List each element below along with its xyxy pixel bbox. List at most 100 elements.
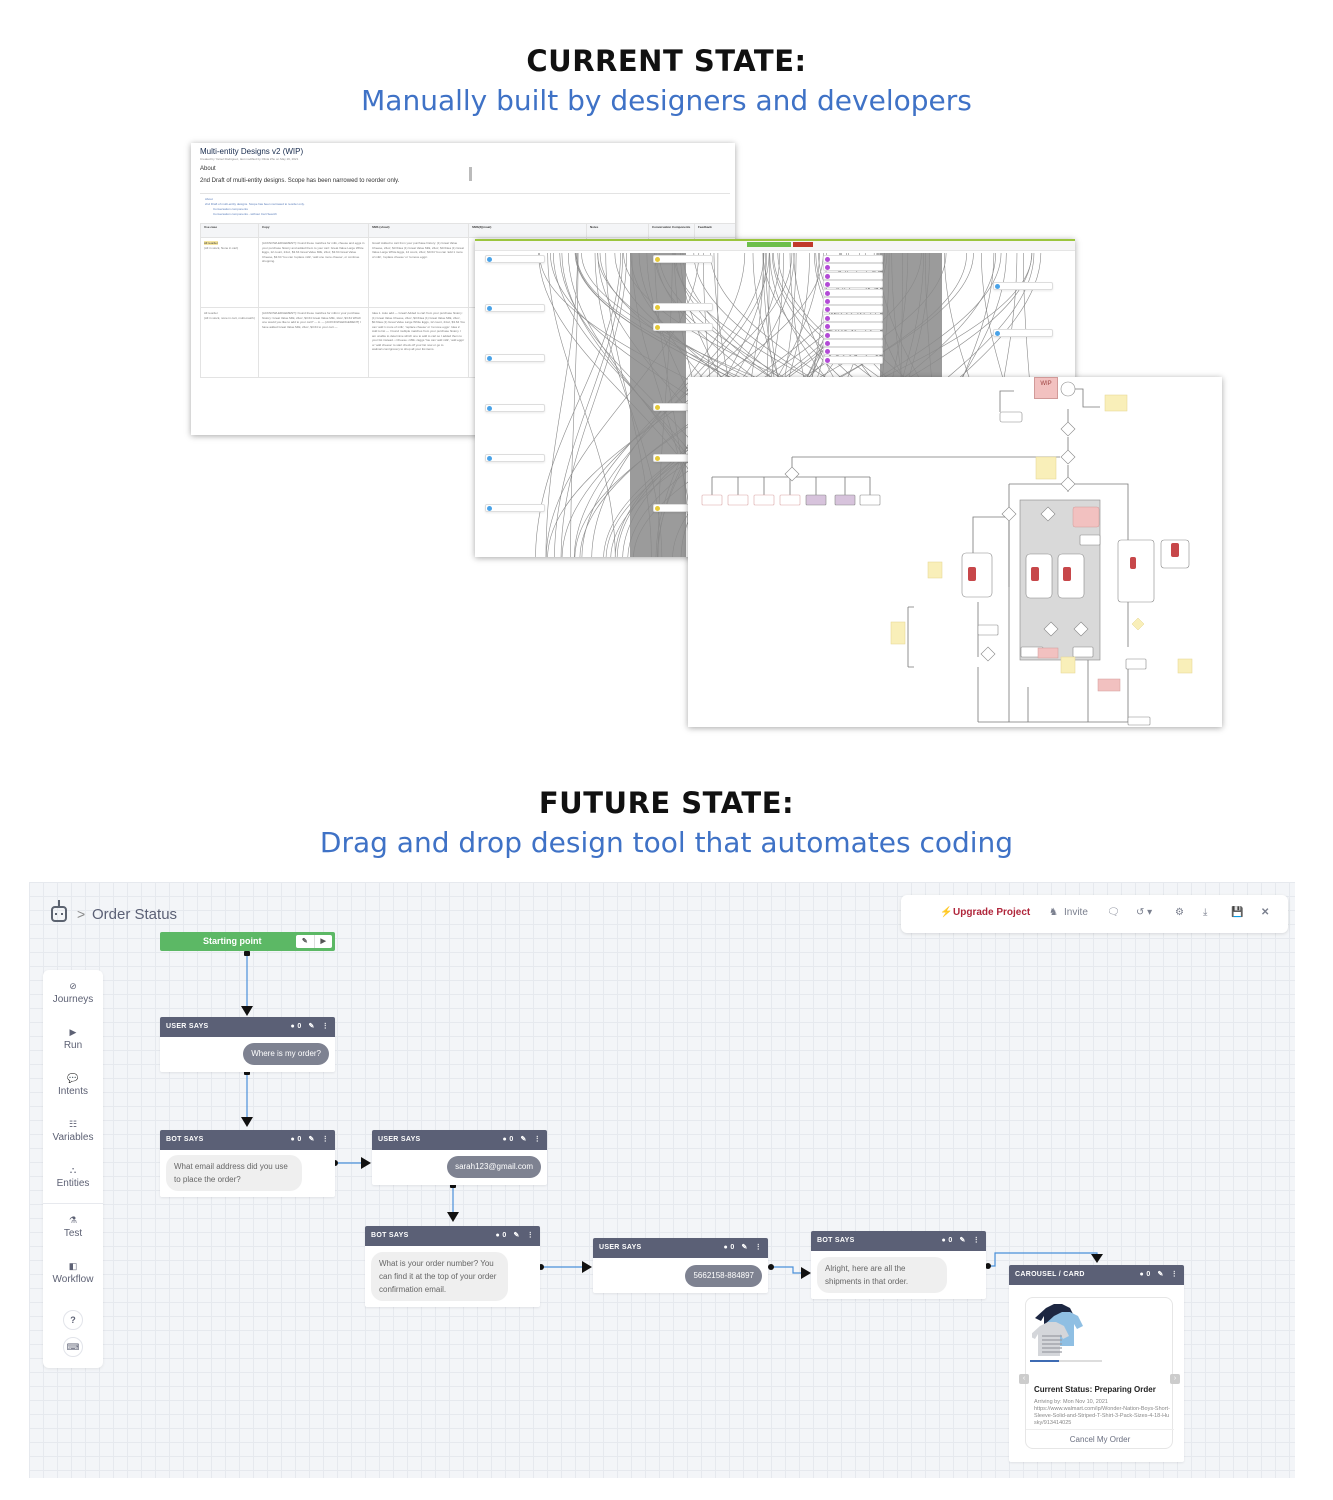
toc-item[interactable]: About [205, 197, 213, 201]
graph-node[interactable] [823, 355, 883, 364]
carousel-card-node[interactable]: CAROUSEL / CARD ● 0✎⋮ ‹ › Current Status… [1009, 1265, 1184, 1462]
graph-node[interactable] [653, 303, 713, 311]
graph-node[interactable] [823, 322, 883, 331]
graph-node[interactable] [653, 255, 713, 263]
sidebar-item-workflow[interactable]: ◧Workflow [43, 1260, 103, 1285]
edit-icon[interactable]: ✎ [308, 1136, 315, 1143]
user-says-node[interactable]: USER SAYS ● 0✎⋮ 5662158-884897 [593, 1238, 768, 1293]
carousel-next-icon[interactable]: › [1170, 1374, 1180, 1384]
copy-cell: [ACKNOWLEDGEMENT] I found these matches … [258, 307, 369, 378]
edit-icon[interactable]: ✎ [959, 1237, 966, 1244]
comment-count[interactable]: ● 0 [495, 1232, 507, 1239]
col-header: Conversation Components [648, 223, 695, 238]
graph-node[interactable] [653, 323, 713, 331]
settings-icon[interactable]: ⚙ [1175, 907, 1184, 918]
edit-icon[interactable]: ✎ [741, 1244, 748, 1251]
design-tool-canvas[interactable]: > Order Status ⚡ Upgrade Project ♞ Invit… [29, 882, 1295, 1478]
order-status-title: Current Status: Preparing Order [1034, 1385, 1156, 1394]
help-icon[interactable]: ? [63, 1310, 83, 1330]
more-options-icon[interactable]: ⋮ [321, 1023, 329, 1030]
history-icon[interactable]: ↺ ▾ [1136, 907, 1153, 918]
starting-point-node[interactable]: Starting point ✎▶ [160, 932, 335, 951]
save-icon[interactable]: 💾 [1231, 907, 1244, 918]
graph-node[interactable] [823, 271, 883, 280]
node-type-label: BOT SAYS [371, 1232, 409, 1239]
bot-says-node[interactable]: BOT SAYS ● 0✎⋮ What email address did yo… [160, 1130, 335, 1197]
graph-node[interactable] [823, 313, 883, 322]
edit-icon[interactable]: ✎ [520, 1136, 527, 1143]
graph-green-button[interactable] [747, 242, 791, 247]
graph-node[interactable] [485, 454, 545, 462]
more-options-icon[interactable]: ⋮ [526, 1232, 534, 1239]
sidebar-item-variables[interactable]: ☷Variables [43, 1118, 103, 1143]
invite-button[interactable]: Invite [1064, 907, 1088, 918]
close-icon[interactable]: ✕ [1261, 907, 1270, 918]
comment-count[interactable]: ● 0 [723, 1244, 735, 1251]
play-icon: ▶ [69, 1027, 77, 1037]
toc-item[interactable]: Conversation components [213, 207, 248, 211]
comment-count[interactable]: ● 0 [1139, 1271, 1151, 1278]
sidebar-item-entities[interactable]: ⛬Entities [43, 1164, 103, 1189]
graph-node[interactable] [823, 305, 883, 314]
user-message-bubble: 5662158-884897 [685, 1265, 762, 1287]
comment-count[interactable]: ● 0 [502, 1136, 514, 1143]
comment-count[interactable]: ● 0 [941, 1237, 953, 1244]
graph-node[interactable] [823, 263, 883, 272]
toc-item[interactable]: Conversation components - without Cart S… [213, 212, 277, 216]
graph-node[interactable] [823, 330, 883, 339]
graph-red-button[interactable] [793, 242, 813, 247]
edit-icon[interactable]: ✎ [296, 935, 315, 948]
bot-says-node[interactable]: BOT SAYS ● 0✎⋮ Alright, here are all the… [811, 1231, 986, 1299]
sms-cell: Idea 1. Auto add — Great! Added to cart … [368, 307, 469, 378]
user-says-node[interactable]: USER SAYS ● 0✎⋮ sarah123@gmail.com [372, 1130, 547, 1185]
more-options-icon[interactable]: ⋮ [972, 1237, 980, 1244]
edit-icon[interactable]: ✎ [1157, 1271, 1164, 1278]
play-icon[interactable]: ▶ [320, 938, 326, 945]
carousel-prev-icon[interactable]: ‹ [1019, 1374, 1029, 1384]
comment-count[interactable]: ● 0 [290, 1136, 302, 1143]
graph-node[interactable] [485, 504, 545, 512]
graph-node[interactable] [823, 297, 883, 305]
download-icon[interactable]: ⤓ [1203, 907, 1208, 918]
more-options-icon[interactable]: ⋮ [1170, 1271, 1178, 1278]
sidebar-item-run[interactable]: ▶ Run [43, 1026, 103, 1051]
comments-icon[interactable]: 🗨 [1107, 907, 1120, 918]
more-options-icon[interactable]: ⋮ [321, 1136, 329, 1143]
graph-node[interactable] [485, 354, 545, 362]
keyboard-icon[interactable]: ⌨ [63, 1337, 83, 1357]
tshirt-product-image [1032, 1304, 1083, 1356]
edit-icon[interactable]: ✎ [308, 1023, 315, 1030]
user-message-bubble: sarah123@gmail.com [447, 1156, 541, 1178]
sidebar-item-test[interactable]: ⚗Test [43, 1214, 103, 1239]
doc-scrollbar[interactable] [469, 167, 472, 181]
graph-node[interactable] [485, 304, 545, 312]
graph-node[interactable] [823, 288, 883, 297]
product-url[interactable]: https://www.walmart.com/ip/Wonder-Nation… [1034, 1406, 1170, 1426]
graph-node[interactable] [993, 282, 1053, 290]
graph-node[interactable] [823, 255, 883, 263]
left-sidebar: ⊘Journeys ▶ Run 💬Intents ☷Variables ⛬Enti… [43, 970, 103, 1368]
graph-node[interactable] [993, 329, 1053, 337]
graph-node[interactable] [823, 280, 883, 289]
project-name-breadcrumb[interactable]: Order Status [92, 906, 178, 923]
sidebar-item-label: Run [63, 1040, 83, 1051]
current-state-heading: CURRENT STATE: [526, 44, 807, 78]
toc-item[interactable]: 2nd Draft of multi-entity designs. Scope… [205, 202, 305, 206]
upgrade-project-button[interactable]: Upgrade Project [953, 907, 1031, 918]
bot-says-node[interactable]: BOT SAYS ● 0✎⋮ What is your order number… [365, 1226, 540, 1307]
graph-node[interactable] [823, 339, 883, 347]
sidebar-item-intents[interactable]: 💬Intents [43, 1072, 103, 1097]
graph-node[interactable] [485, 404, 545, 412]
bot-logo-icon[interactable] [51, 900, 67, 922]
sms-cell: Great! Added to cart from your purchase … [368, 237, 469, 308]
graph-node[interactable] [485, 255, 545, 263]
graph-node[interactable] [823, 347, 883, 356]
graph-edge [554, 252, 624, 557]
comment-count[interactable]: ● 0 [290, 1023, 302, 1030]
cancel-order-button[interactable]: Cancel My Order [1026, 1429, 1174, 1449]
more-options-icon[interactable]: ⋮ [754, 1244, 762, 1251]
sidebar-item-journeys[interactable]: ⊘Journeys [43, 980, 103, 1005]
user-says-node[interactable]: USER SAYS ● 0✎⋮ Where is my order? [160, 1017, 335, 1072]
edit-icon[interactable]: ✎ [513, 1232, 520, 1239]
more-options-icon[interactable]: ⋮ [533, 1136, 541, 1143]
